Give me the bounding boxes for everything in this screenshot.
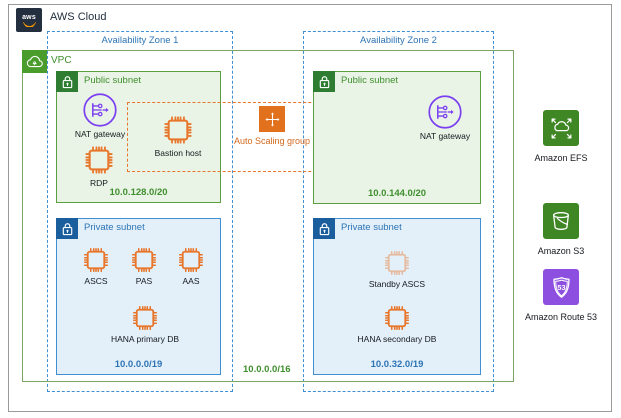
service-amazon-route-53-label: Amazon Route 53 [524,312,598,322]
nat-gateway-icon [428,95,462,129]
node-hana-secondary-db[interactable]: HANA secondary DB [355,303,439,344]
ec2-instance-icon [384,250,410,276]
s3-bucket-icon [543,203,579,239]
public-subnet-az1-cidr: 10.0.128.0/20 [109,187,168,198]
svg-text:53: 53 [557,282,565,291]
node-standby-ascs-label: Standby ASCS [368,279,426,289]
lock-icon [56,71,78,92]
node-ascs[interactable]: ASCS [72,245,120,286]
node-rdp[interactable]: RDP [71,143,127,188]
node-hana-primary-db[interactable]: HANA primary DB [106,303,184,344]
efs-icon [543,110,579,146]
ec2-instance-icon [85,146,113,174]
availability-zone-2-label: Availability Zone 2 [360,35,437,46]
public-subnet-az2: Public subnet 10.0.144.0/20 [313,71,481,204]
node-nat-gateway-az1-label: NAT gateway [74,129,126,139]
node-standby-ascs[interactable]: Standby ASCS [358,248,436,289]
aws-cloud-title: AWS Cloud [50,11,107,23]
private-subnet-az2-cidr: 10.0.32.0/19 [370,359,424,370]
node-aas-label: AAS [182,276,200,286]
service-amazon-efs-label: Amazon EFS [534,153,588,163]
node-bastion-host-label: Bastion host [154,148,202,158]
ec2-instance-icon [83,247,109,273]
public-subnet-az1: Public subnet 10.0.128.0/20 [56,71,221,203]
aws-swoosh-icon [21,22,37,27]
public-subnet-az2-title: Public subnet [341,75,399,86]
public-subnet-az1-title: Public subnet [84,75,142,86]
ec2-instance-icon [164,116,192,144]
node-bastion-host[interactable]: Bastion host [148,113,208,158]
availability-zone-1-label: Availability Zone 1 [101,35,179,46]
service-amazon-s3-label: Amazon S3 [537,246,585,256]
availability-zone-1-boundary [47,31,233,392]
private-subnet-az1-title: Private subnet [84,222,145,233]
vpc-boundary [22,50,514,382]
node-nat-gateway-az2[interactable]: NAT gateway [414,94,476,141]
aws-logo-icon: aws [16,8,42,32]
private-subnet-az1: Private subnet 10.0.0.0/19 [56,218,221,375]
lock-icon [56,218,78,239]
auto-scaling-group-label: Auto Scaling group [233,136,311,146]
ec2-instance-icon [131,247,157,273]
vpc-label: VPC [51,55,72,66]
auto-scaling-group-icon [259,106,285,132]
node-ascs-label: ASCS [84,276,108,286]
ec2-instance-icon [132,305,158,331]
node-nat-gateway-az2-label: NAT gateway [419,131,471,141]
node-aas[interactable]: AAS [167,245,215,286]
node-pas-label: PAS [135,276,153,286]
ec2-instance-icon [384,305,410,331]
nat-gateway-icon [83,93,117,127]
lock-icon [313,218,335,239]
node-nat-gateway-az1[interactable]: NAT gateway [69,92,131,139]
vpc-icon [22,50,47,73]
service-amazon-efs[interactable]: Amazon EFS [513,110,609,163]
node-hana-secondary-db-label: HANA secondary DB [357,334,437,344]
vpc-cidr-label: 10.0.0.0/16 [243,364,291,375]
route53-icon: 53 [543,269,579,305]
ec2-instance-icon [178,247,204,273]
node-rdp-label: RDP [90,178,108,188]
private-subnet-az2-title: Private subnet [341,222,402,233]
node-hana-primary-db-label: HANA primary DB [110,334,179,344]
availability-zone-2-boundary [303,31,494,392]
aws-logo-text: aws [22,13,36,21]
private-subnet-az2: Private subnet 10.0.32.0/19 [313,218,481,375]
node-pas[interactable]: PAS [120,245,168,286]
service-amazon-s3[interactable]: Amazon S3 [513,203,609,256]
service-amazon-route-53[interactable]: 53 Amazon Route 53 [513,269,609,322]
public-subnet-az2-cidr: 10.0.144.0/20 [367,188,427,199]
lock-icon [313,71,335,92]
private-subnet-az1-cidr: 10.0.0.0/19 [114,359,163,370]
